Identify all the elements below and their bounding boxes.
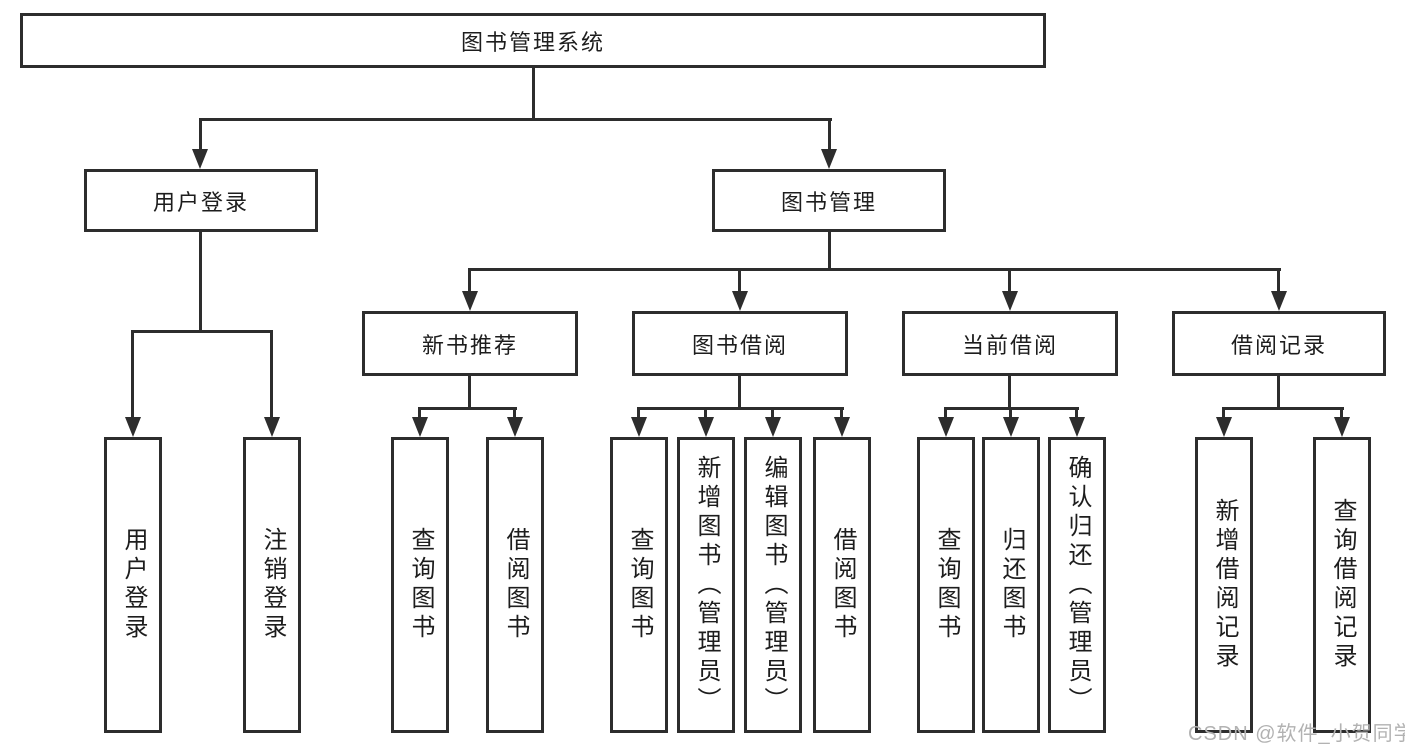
arrow-down-icon	[765, 417, 781, 437]
leaf-label: 注销登录	[259, 527, 286, 643]
arrow-down-icon	[821, 149, 837, 169]
leaf-logout: 注销登录	[243, 437, 301, 733]
connector-line	[468, 268, 1281, 271]
connector-line	[418, 407, 517, 410]
leaf-label: 新增借阅记录	[1211, 498, 1238, 672]
connector-line	[771, 407, 774, 420]
connector-line	[468, 376, 471, 407]
connector-line	[1222, 407, 1225, 420]
arrow-down-icon	[834, 417, 850, 437]
connector-line	[532, 68, 535, 118]
connector-line	[840, 407, 843, 420]
node-label: 借阅记录	[1230, 332, 1327, 358]
connector-line	[513, 407, 516, 420]
leaf-label: 查询图书	[407, 527, 434, 643]
connector-line	[1277, 268, 1280, 294]
leaf-label: 新增图书（管理员）	[693, 454, 720, 716]
leaf-add-borrow-record: 新增借阅记录	[1195, 437, 1253, 733]
connector-line	[828, 118, 831, 151]
connector-line	[738, 376, 741, 407]
connector-line	[1222, 407, 1344, 410]
arrow-down-icon	[264, 417, 280, 437]
leaf-label: 借阅图书	[829, 527, 856, 643]
arrow-down-icon	[1271, 291, 1287, 311]
node-borrowing-records: 借阅记录	[1172, 311, 1386, 376]
leaf-label: 用户登录	[120, 527, 147, 643]
leaf-label: 查询图书	[933, 527, 960, 643]
connector-line	[131, 330, 134, 420]
leaf-query-borrow-record: 查询借阅记录	[1313, 437, 1371, 733]
leaf-label: 借阅图书	[502, 527, 529, 643]
connector-line	[1277, 376, 1280, 407]
arrow-down-icon	[1002, 291, 1018, 311]
leaf-query-books-borrowing: 查询图书	[610, 437, 668, 733]
leaf-query-books-current: 查询图书	[917, 437, 975, 733]
arrow-down-icon	[732, 291, 748, 311]
node-label: 新书推荐	[421, 332, 518, 358]
leaf-label: 归还图书	[998, 527, 1025, 643]
arrow-down-icon	[412, 417, 428, 437]
csdn-watermark: CSDN @软件_小贺同学	[1188, 723, 1405, 745]
leaf-borrow-books-borrowing: 借阅图书	[813, 437, 871, 733]
leaf-confirm-return-admin: 确认归还（管理员）	[1048, 437, 1106, 733]
connector-line	[637, 407, 640, 420]
node-label: 图书管理系统	[460, 29, 605, 55]
connector-line	[1009, 407, 1012, 420]
connector-line	[1008, 376, 1011, 407]
leaf-label: 查询借阅记录	[1329, 498, 1356, 672]
connector-line	[270, 330, 273, 420]
leaf-return-book: 归还图书	[982, 437, 1040, 733]
connector-line	[944, 407, 947, 420]
leaf-label: 确认归还（管理员）	[1064, 454, 1091, 716]
arrow-down-icon	[192, 149, 208, 169]
leaf-query-books-recommend: 查询图书	[391, 437, 449, 733]
connector-line	[199, 232, 202, 330]
node-label: 当前借阅	[961, 332, 1058, 358]
connector-line	[704, 407, 707, 420]
connector-line	[1340, 407, 1343, 420]
node-label: 图书管理	[780, 189, 877, 215]
connector-line	[418, 407, 421, 420]
connector-line	[1008, 268, 1011, 294]
node-library-management-system: 图书管理系统	[20, 13, 1046, 68]
leaf-label: 查询图书	[626, 527, 653, 643]
node-current-borrowing: 当前借阅	[902, 311, 1118, 376]
node-book-management: 图书管理	[712, 169, 946, 232]
connector-line	[828, 232, 831, 268]
connector-line	[468, 268, 471, 294]
connector-line	[199, 118, 832, 121]
connector-line	[738, 268, 741, 294]
leaf-edit-book-admin: 编辑图书（管理员）	[744, 437, 802, 733]
arrow-down-icon	[1216, 417, 1232, 437]
connector-line	[1075, 407, 1078, 420]
arrow-down-icon	[125, 417, 141, 437]
node-label: 用户登录	[152, 189, 249, 215]
arrow-down-icon	[938, 417, 954, 437]
leaf-borrow-books-recommend: 借阅图书	[486, 437, 544, 733]
leaf-label: 编辑图书（管理员）	[760, 454, 787, 716]
node-label: 图书借阅	[691, 332, 788, 358]
connector-line	[199, 118, 202, 151]
arrow-down-icon	[631, 417, 647, 437]
arrow-down-icon	[462, 291, 478, 311]
node-book-borrowing: 图书借阅	[632, 311, 848, 376]
arrow-down-icon	[507, 417, 523, 437]
node-user-login: 用户登录	[84, 169, 318, 232]
leaf-add-book-admin: 新增图书（管理员）	[677, 437, 735, 733]
arrow-down-icon	[1003, 417, 1019, 437]
connector-line	[131, 330, 273, 333]
connector-line	[637, 407, 844, 410]
arrow-down-icon	[1069, 417, 1085, 437]
leaf-user-login: 用户登录	[104, 437, 162, 733]
arrow-down-icon	[698, 417, 714, 437]
node-new-book-recommendation: 新书推荐	[362, 311, 578, 376]
arrow-down-icon	[1334, 417, 1350, 437]
